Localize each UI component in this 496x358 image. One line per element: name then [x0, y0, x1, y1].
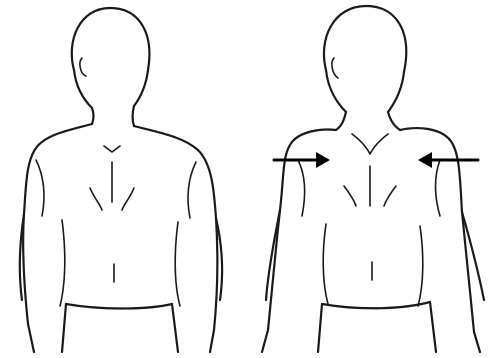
torso-left	[23, 124, 217, 352]
arrow-right-shoulder	[418, 152, 478, 168]
arms-right	[266, 160, 484, 300]
torso-right	[262, 128, 480, 352]
figure-right	[262, 6, 484, 352]
neck-right	[336, 112, 400, 130]
figure-left	[20, 8, 222, 352]
head-left	[72, 8, 150, 108]
waistband-left	[62, 304, 178, 352]
arms-left	[20, 160, 222, 300]
waistband-right	[318, 302, 436, 352]
head-right	[324, 6, 406, 112]
arrow-left-shoulder	[274, 152, 330, 168]
neck-left	[92, 106, 134, 126]
